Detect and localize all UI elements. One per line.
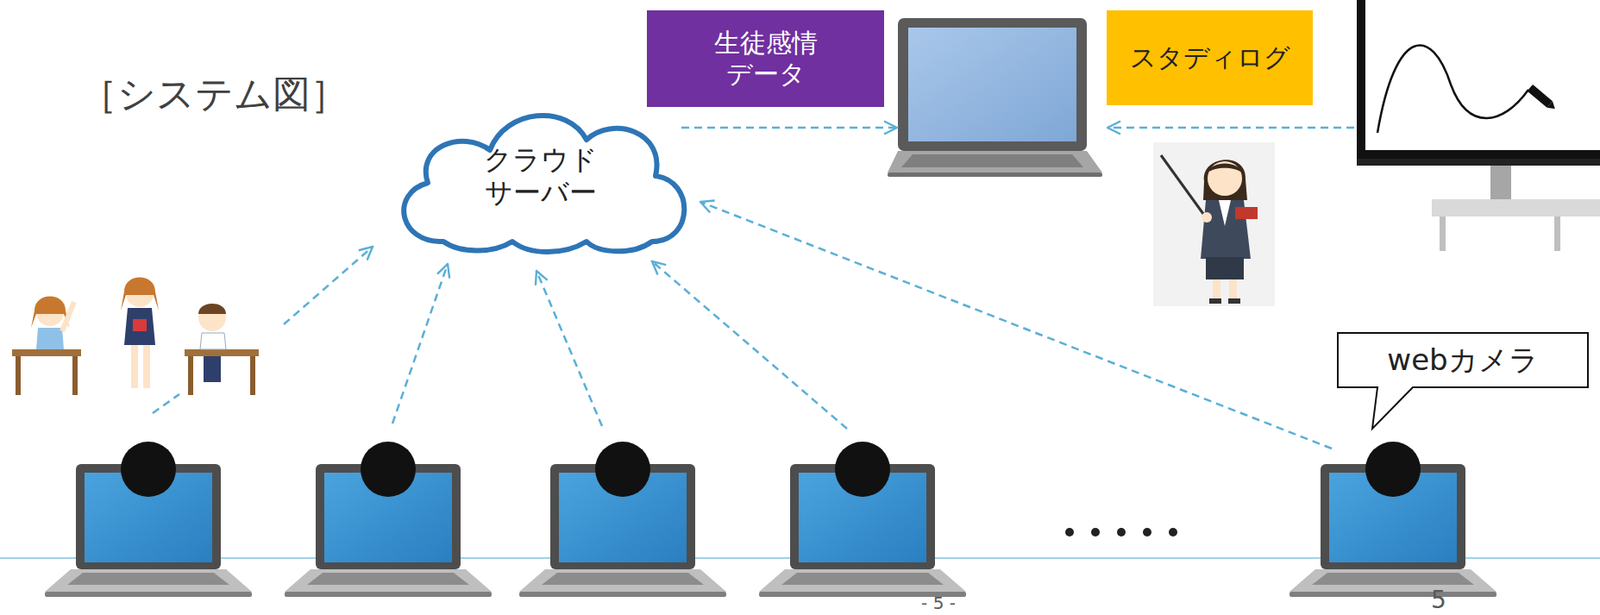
teacher-laptop [887, 18, 1103, 177]
student-laptops [44, 464, 1497, 597]
teacher-figure [1153, 142, 1275, 307]
page-number: - 5 - [921, 592, 956, 614]
data-box: スタディログ [1106, 10, 1313, 106]
node-text: クラウド サーバー [480, 143, 603, 210]
page-number: 5 [1430, 585, 1447, 615]
whiteboard [1356, 0, 1600, 251]
node-text: スタディログ [1129, 42, 1291, 74]
node-text: 生徒感情 データ [709, 27, 822, 90]
data-flow-lines [152, 127, 1355, 449]
diagram-title: ［システム図］ [79, 69, 349, 120]
cloud-server: クラウド サーバー [382, 96, 699, 256]
data-box: 生徒感情 データ [646, 10, 885, 107]
students-figure [12, 277, 259, 396]
node-text: webカメラ [1386, 342, 1538, 378]
callout-bubble: webカメラ [1336, 332, 1589, 389]
webcam-dots [120, 441, 1421, 497]
ellipsis-dots [1065, 527, 1178, 537]
